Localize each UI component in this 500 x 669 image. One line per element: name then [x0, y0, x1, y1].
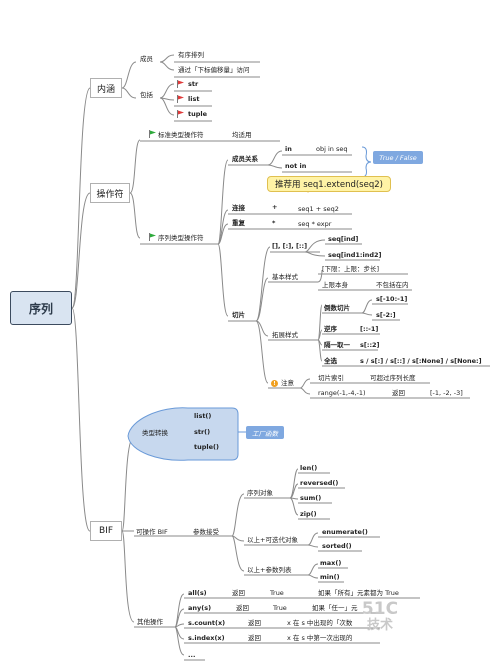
baokuo-item-tuple: tuple [188, 110, 208, 118]
seq-object-label: 序列对象 [247, 489, 273, 497]
chengyuan-label: 成员 [140, 55, 153, 63]
type-convert-label: 类型转换 [142, 429, 168, 437]
step-value: s[::2] [360, 341, 380, 349]
slice-brackets: [], [:], [::] [272, 242, 308, 250]
other-ops-label: 其他操作 [137, 618, 163, 626]
bif-max: max() [320, 559, 342, 567]
operable-bif-label: 可操作 BIF [136, 528, 168, 536]
membership-in: in [285, 145, 292, 153]
concat-op: + [272, 203, 278, 211]
membership-not-in: not in [285, 162, 307, 170]
other-row-2-val: True [273, 604, 287, 612]
select-all-label: 全选 [324, 357, 337, 365]
membership-label: 成员关系 [232, 155, 258, 163]
note-label: 注意 [281, 379, 294, 387]
chengyuan-item-2: 通过「下标偏移量」访问 [178, 66, 250, 74]
basic-style-upper: 上限本身 [322, 281, 348, 289]
branch-caozuofu[interactable]: 操作符 [90, 183, 130, 203]
other-row-1-desc: 如果「所有」元素都为 True [318, 589, 399, 597]
slice-label: 切片 [232, 311, 245, 319]
other-row-1-val: True [270, 589, 284, 597]
basic-style-exclusive: 不包括在内 [376, 281, 409, 289]
flag-icon [177, 110, 184, 118]
baokuo-item-str: str [188, 80, 199, 88]
watermark-line-1: 51C [361, 599, 399, 619]
step-label: 隔一取一 [324, 341, 350, 349]
flag-icon [177, 95, 184, 103]
param-accept-label: 参数接受 [193, 528, 219, 536]
warning-icon: ! [271, 380, 278, 387]
reverse-slice-1: s[-10:-1] [376, 295, 408, 303]
bif-reversed: reversed() [300, 479, 339, 487]
standard-operator-label: 标准类型操作符 [158, 131, 204, 139]
bif-sorted: sorted() [322, 542, 352, 550]
other-row-1-fn: all(s) [188, 589, 207, 597]
bif-min: min() [320, 573, 340, 581]
slice-example-1: seq[ind] [328, 235, 359, 243]
other-row-3-desc: x 在 s 中出现的「次数 [287, 619, 353, 627]
baokuo-label: 包括 [140, 91, 153, 99]
select-all-value: s / s[:] / s[::] / s[:None] / s[None:] [360, 357, 482, 365]
bif-zip: zip() [300, 510, 317, 518]
other-row-4-ret: 返回 [248, 634, 261, 642]
bif-enumerate: enumerate() [322, 528, 368, 536]
flag-green-icon [149, 233, 156, 241]
concat-label: 连接 [232, 204, 245, 212]
reverse-slice-label: 倒数切片 [324, 304, 350, 312]
baokuo-item-list: list [188, 95, 200, 103]
slice-example-2: seq[ind1:ind2] [328, 251, 382, 259]
iterable-label: 以上+可迭代对象 [247, 536, 298, 544]
other-row-2-ret: 返回 [236, 604, 249, 612]
inverse-label: 逆序 [324, 325, 337, 333]
convert-list: list() [194, 412, 212, 420]
note-range-ret: 返回 [392, 389, 405, 397]
bif-sum: sum() [300, 494, 322, 502]
branch-bif[interactable]: BIF [90, 521, 122, 541]
watermark-logo: 51C 技术 [358, 599, 402, 649]
other-row-3-fn: s.count(x) [188, 619, 226, 627]
convert-tuple: tuple() [194, 443, 219, 451]
flag-icon [177, 80, 184, 88]
branch-neihan[interactable]: 内涵 [90, 78, 122, 98]
other-row-3-ret: 返回 [248, 619, 261, 627]
repeat-op: * [272, 219, 276, 227]
note-range-value: [-1, -2, -3] [430, 389, 463, 397]
reverse-slice-2: s[-2:] [376, 311, 396, 319]
true-false-tag: True / False [373, 151, 423, 164]
param-list-label: 以上+参数列表 [247, 566, 292, 574]
other-row-2-desc: 如果「任一」元 [312, 604, 358, 612]
note-range-label: range(-1,-4,-1) [318, 389, 366, 397]
inverse-value: [::-1] [360, 325, 379, 333]
other-row-4-fn: s.index(x) [188, 634, 225, 642]
concat-expr: seq1 + seq2 [298, 205, 339, 213]
extend-callout: 推荐用 seq1.extend(seq2) [267, 176, 391, 192]
factory-function-tag: 工厂函数 [246, 426, 284, 439]
bif-len: len() [300, 464, 318, 472]
basic-style-label: 基本样式 [272, 273, 298, 281]
basic-style-syntax: [下限：上限：步长] [322, 265, 380, 273]
note-index-value: 可超过序列长度 [370, 374, 416, 382]
sequence-operator-label: 序列类型操作符 [158, 234, 204, 242]
other-row-2-fn: any(s) [188, 604, 212, 612]
watermark-line-2: 技术 [366, 617, 393, 633]
repeat-label: 重复 [232, 219, 245, 227]
root-node[interactable]: 序列 [10, 291, 72, 325]
membership-expr: obj in seq [316, 145, 348, 153]
other-row-1-ret: 返回 [232, 589, 245, 597]
convert-str: str() [194, 428, 211, 436]
extended-style-label: 拓展样式 [272, 331, 298, 339]
flag-green-icon [149, 130, 156, 138]
standard-operator-value: 均适用 [232, 131, 252, 139]
chengyuan-item-1: 有序排列 [178, 51, 204, 59]
repeat-expr: seq * expr [298, 220, 332, 228]
note-index-label: 切片索引 [318, 374, 344, 382]
other-row-4-desc: x 在 s 中第一次出现的 [287, 634, 353, 642]
other-row-5-fn: ... [188, 651, 196, 659]
